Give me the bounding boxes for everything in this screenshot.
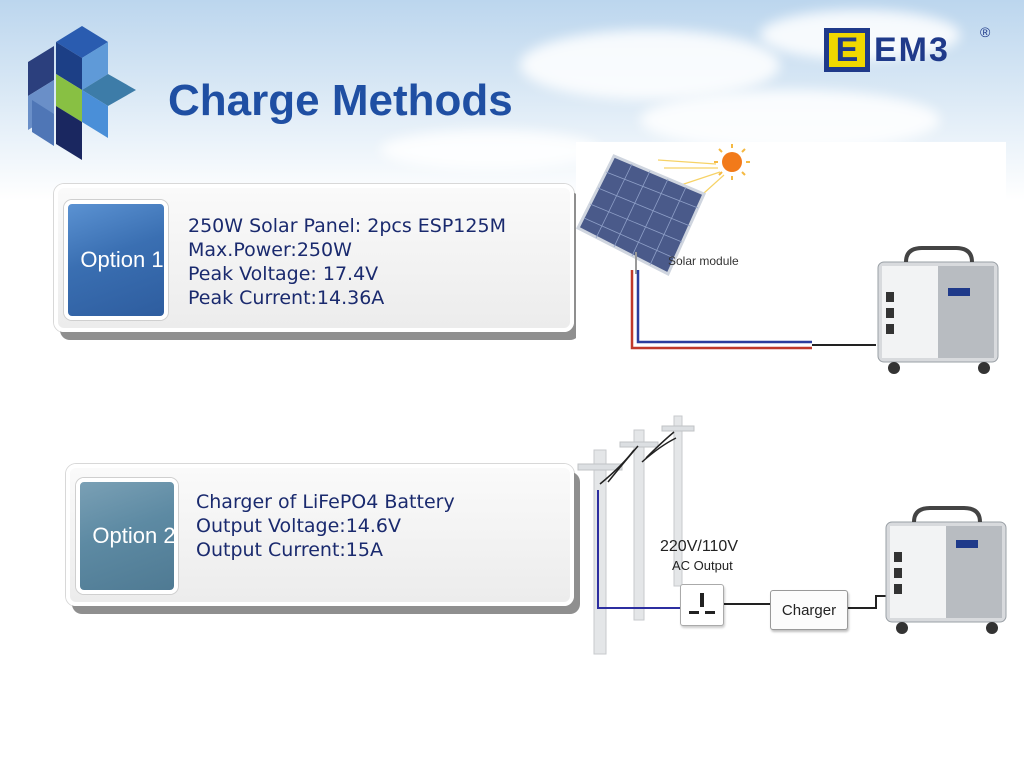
- option-2-badge: Option 2: [76, 478, 178, 594]
- spec-line: Output Current:15A: [196, 539, 383, 561]
- ac-charging-diagram: 220V/110V AC Output Charger: [570, 410, 1010, 660]
- solar-module-caption: Solar module: [668, 254, 739, 268]
- spec-line: Peak Current:14.36A: [188, 287, 385, 309]
- brand-logo: E EM3 ®: [824, 24, 996, 74]
- charger-box: Charger: [770, 590, 848, 630]
- power-station-icon: [877, 246, 999, 374]
- option-1-label: Option 1: [80, 247, 164, 272]
- spec-line: Charger of LiFePO4 Battery: [196, 491, 455, 513]
- brand-mark: E: [824, 28, 870, 72]
- cube-mosaic-icon: [28, 26, 136, 160]
- page-title: Charge Methods: [168, 76, 513, 125]
- solar-charging-diagram: Solar module: [576, 142, 1006, 380]
- option-2-panel: Option 2 Charger of LiFePO4 Battery Outp…: [66, 464, 574, 606]
- option-2-label: Option 2: [92, 523, 176, 548]
- solar-panel-icon: [576, 154, 706, 277]
- sun-icon: [657, 144, 750, 203]
- spec-line: Max.Power:250W: [188, 239, 352, 261]
- spec-line: Peak Voltage: 17.4V: [188, 263, 379, 285]
- voltage-caption: 220V/110V: [660, 538, 738, 555]
- option-1-panel: Option 1 250W Solar Panel: 2pcs ESP125M …: [54, 184, 574, 332]
- option-1-specs: 250W Solar Panel: 2pcs ESP125M Max.Power…: [188, 214, 506, 310]
- ac-output-caption: AC Output: [672, 558, 733, 573]
- registered-mark: ®: [980, 24, 991, 40]
- spec-line: 250W Solar Panel: 2pcs ESP125M: [188, 215, 506, 237]
- brand-mark-letter: E: [835, 31, 859, 69]
- brand-name: EM3: [874, 31, 950, 69]
- power-socket-icon: [680, 584, 724, 626]
- power-station-icon: [885, 506, 1007, 634]
- spec-line: Output Voltage:14.6V: [196, 515, 402, 537]
- option-1-badge: Option 1: [64, 200, 168, 320]
- option-2-specs: Charger of LiFePO4 Battery Output Voltag…: [196, 490, 455, 562]
- utility-pole-icon: [577, 415, 695, 655]
